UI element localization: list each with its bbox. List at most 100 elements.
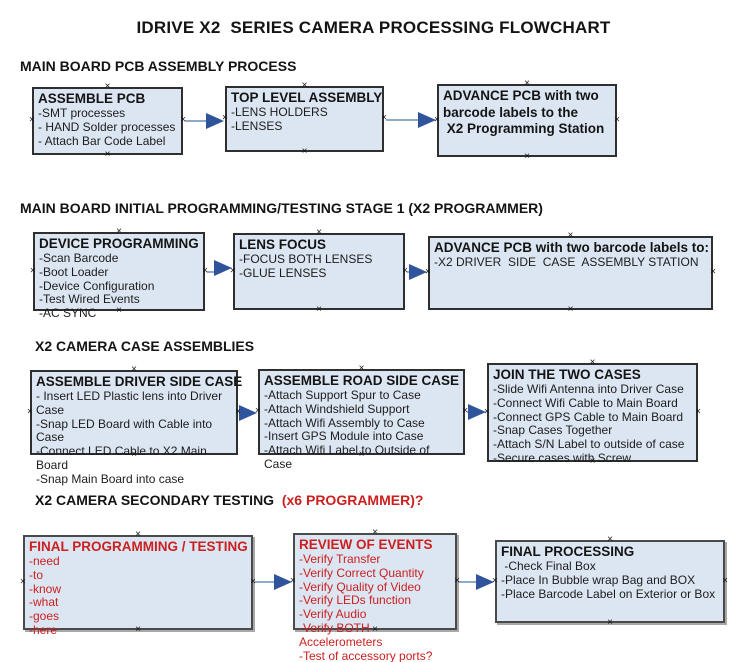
connection-point-icon: × — [454, 575, 460, 586]
flow-step-line: -Verify Correct Quantity — [299, 565, 424, 580]
flow-box-title: ASSEMBLE ROAD SIDE CASE — [264, 373, 460, 388]
flow-step-line: -FOCUS BOTH LENSES — [239, 252, 373, 266]
connection-point-icon: × — [492, 575, 498, 586]
flow-step-line: -Slide Wifi Antenna into Driver Case — [493, 382, 684, 396]
flow-box-join-the-two-cases: × × × × JOIN THE TWO CASES -Slide Wifi A… — [484, 358, 701, 467]
flow-box-lens-focus: × × × × LENS FOCUS -FOCUS BOTH LENSES -G… — [230, 228, 408, 315]
connection-point-icon: × — [614, 114, 620, 125]
flow-box-title: ASSEMBLE DRIVER SIDE CASE — [36, 374, 243, 389]
connection-point-icon: × — [202, 265, 208, 276]
flow-box-title: REVIEW OF EVENTS — [299, 537, 433, 552]
connection-point-icon: × — [104, 149, 111, 160]
connection-point-icon: × — [316, 304, 322, 315]
section-header-initial-programming: MAIN BOARD INITIAL PROGRAMMING/TESTING S… — [20, 200, 543, 216]
connection-point-icon: × — [607, 617, 613, 628]
flow-step-line: -know — [29, 581, 62, 596]
flow-box-advance-pcb-driver-side-station: × × × × ADVANCE PCB with two barcode lab… — [425, 231, 716, 315]
flow-step-line: -Test Wired Events — [39, 292, 140, 307]
flow-step-line: - Attach Bar Code Label — [38, 133, 166, 148]
flow-step-line: - HAND Solder processes — [38, 119, 176, 134]
flow-step-line: -Snap Cases Together — [493, 423, 613, 438]
flow-step-line: -Place Barcode Label on Exterior or Box — [501, 586, 716, 601]
flow-box-advance-pcb-programming-station: × × × × ADVANCE PCB with two barcode lab… — [434, 79, 620, 162]
flow-step-line: -LENS HOLDERS — [231, 105, 328, 119]
flow-step-line: -Attach Windshield Support — [264, 401, 410, 416]
section-header-secondary-testing-red: (x6 PROGRAMMER)? — [277, 492, 424, 508]
connector-arrow — [207, 260, 232, 276]
flow-step-line: -Verify Transfer — [299, 552, 381, 566]
flow-box-title: FINAL PROCESSING — [501, 544, 635, 559]
flow-step-line: - Insert LED Plastic lens into Driver Ca… — [36, 389, 226, 417]
flow-box-title: FINAL PROGRAMMING / TESTING — [29, 539, 248, 554]
flow-box-title: DEVICE PROGRAMMING — [39, 236, 199, 251]
flow-step-line: -goes — [29, 609, 60, 624]
flow-box-title: LENS FOCUS — [239, 237, 327, 252]
connection-point-icon: × — [180, 114, 186, 126]
flow-box-top-level-assembly: × × × × TOP LEVEL ASSEMBLY -LENS HOLDERS… — [222, 81, 387, 157]
connection-point-icon: × — [255, 405, 261, 417]
flow-step-line: ADVANCE PCB with two — [443, 88, 599, 103]
connection-point-icon: × — [20, 576, 26, 587]
connection-point-icon: × — [301, 146, 308, 157]
connection-point-icon: × — [710, 266, 716, 278]
flow-step-line: -Test of accessory ports? — [299, 648, 433, 662]
flow-step-line: -Verify Audio — [299, 607, 367, 622]
connection-point-icon: × — [222, 112, 228, 124]
connection-point-icon: × — [290, 575, 296, 586]
connection-point-icon: × — [462, 405, 468, 417]
flow-step-line: -Snap LED Board with Cable into Case — [36, 416, 216, 445]
flow-step-line: X2 Programming Station — [443, 121, 605, 136]
flow-step-line: -here — [29, 622, 58, 637]
flow-box-title: ADVANCE PCB with two barcode labels to: — [434, 240, 710, 255]
flow-step-line: -Scan Barcode — [39, 251, 119, 265]
flow-step-line: -Attach Support Spur to Case — [264, 388, 421, 402]
flow-step-line: -need — [29, 554, 60, 568]
flow-step-line: -Connect GPS Cable to Main Board — [493, 409, 684, 424]
flow-box-title: TOP LEVEL ASSEMBLY — [231, 90, 383, 105]
page-title: IDRIVE X2 SERIES CAMERA PROCESSING FLOWC… — [136, 18, 611, 37]
flow-step-line: -Attach Wifi Assembly to Case — [264, 415, 425, 430]
flow-step-line: -Connect Wifi Cable to Main Board — [493, 395, 678, 410]
flow-step-line: -what — [29, 595, 59, 610]
connection-point-icon: × — [695, 406, 701, 417]
flow-step-line: -Verify BOTH Accelerometers — [299, 620, 383, 649]
connection-point-icon: × — [484, 406, 490, 417]
flow-step-line: -SMT processes — [38, 106, 126, 120]
flow-box-review-of-events: × × × × REVIEW OF EVENTS -Verify Transfe… — [290, 528, 460, 662]
flow-box-assemble-driver-side-case: × × × × ASSEMBLE DRIVER SIDE CASE - Inse… — [27, 365, 243, 486]
connection-point-icon: × — [30, 265, 36, 276]
connection-point-icon: × — [567, 304, 574, 315]
flow-step-line: -AC SYNC — [39, 306, 97, 321]
flow-step-line: -Insert GPS Module into Case — [264, 429, 424, 444]
flow-step-line: -Secure cases with Screw — [493, 450, 632, 465]
connection-point-icon: × — [230, 265, 236, 276]
flow-step-line: -Place In Bubble wrap Bag and BOX — [501, 572, 696, 587]
flow-step-line: -LENSES — [231, 118, 283, 133]
connection-point-icon: × — [722, 575, 728, 586]
flow-step-line: -Verify LEDs function — [299, 593, 412, 608]
flow-step-line: -to — [29, 567, 44, 582]
connection-point-icon: × — [235, 406, 241, 417]
flow-step-line: -Connect LED Cable to X2 Main Board — [36, 444, 211, 472]
flow-step-line: -X2 DRIVER SIDE CASE ASSEMBLY STATION — [434, 255, 699, 269]
connection-point-icon: × — [434, 114, 440, 125]
flow-step-line: -GLUE LENSES — [239, 265, 327, 280]
connection-point-icon: × — [27, 406, 33, 417]
flow-step-line: -Device Configuration — [39, 278, 155, 293]
flow-step-line: -Verify Quality of Video — [299, 579, 421, 594]
section-header-pcb-assembly: MAIN BOARD PCB ASSEMBLY PROCESS — [20, 58, 297, 74]
flow-step-line: -Attach S/N Label to outside of case — [493, 437, 685, 452]
flow-step-line: -Attach Wifi Label to Outside of Case — [264, 443, 433, 471]
flow-box-assemble-pcb: × × × × ASSEMBLE PCB -SMT processes - HA… — [29, 82, 186, 160]
connection-point-icon: × — [402, 265, 408, 276]
flow-box-assemble-road-side-case: × × × × ASSEMBLE ROAD SIDE CASE -Attach … — [255, 364, 468, 471]
connection-point-icon: × — [524, 151, 530, 162]
connection-point-icon: × — [381, 112, 387, 124]
connection-point-icon: × — [425, 266, 431, 278]
flow-box-final-programming-testing: × × × × FINAL PROGRAMMING / TESTING -nee… — [20, 530, 256, 637]
section-header-secondary-testing: X2 CAMERA SECONDARY TESTING (x6 PROGRAMM… — [35, 492, 423, 508]
section-header-case-assemblies: X2 CAMERA CASE ASSEMBLIES — [35, 338, 255, 354]
flow-box-device-programming: × × × × DEVICE PROGRAMMING -Scan Barcode… — [30, 227, 208, 320]
flow-step-line: -Snap Main Board into case — [36, 471, 185, 486]
